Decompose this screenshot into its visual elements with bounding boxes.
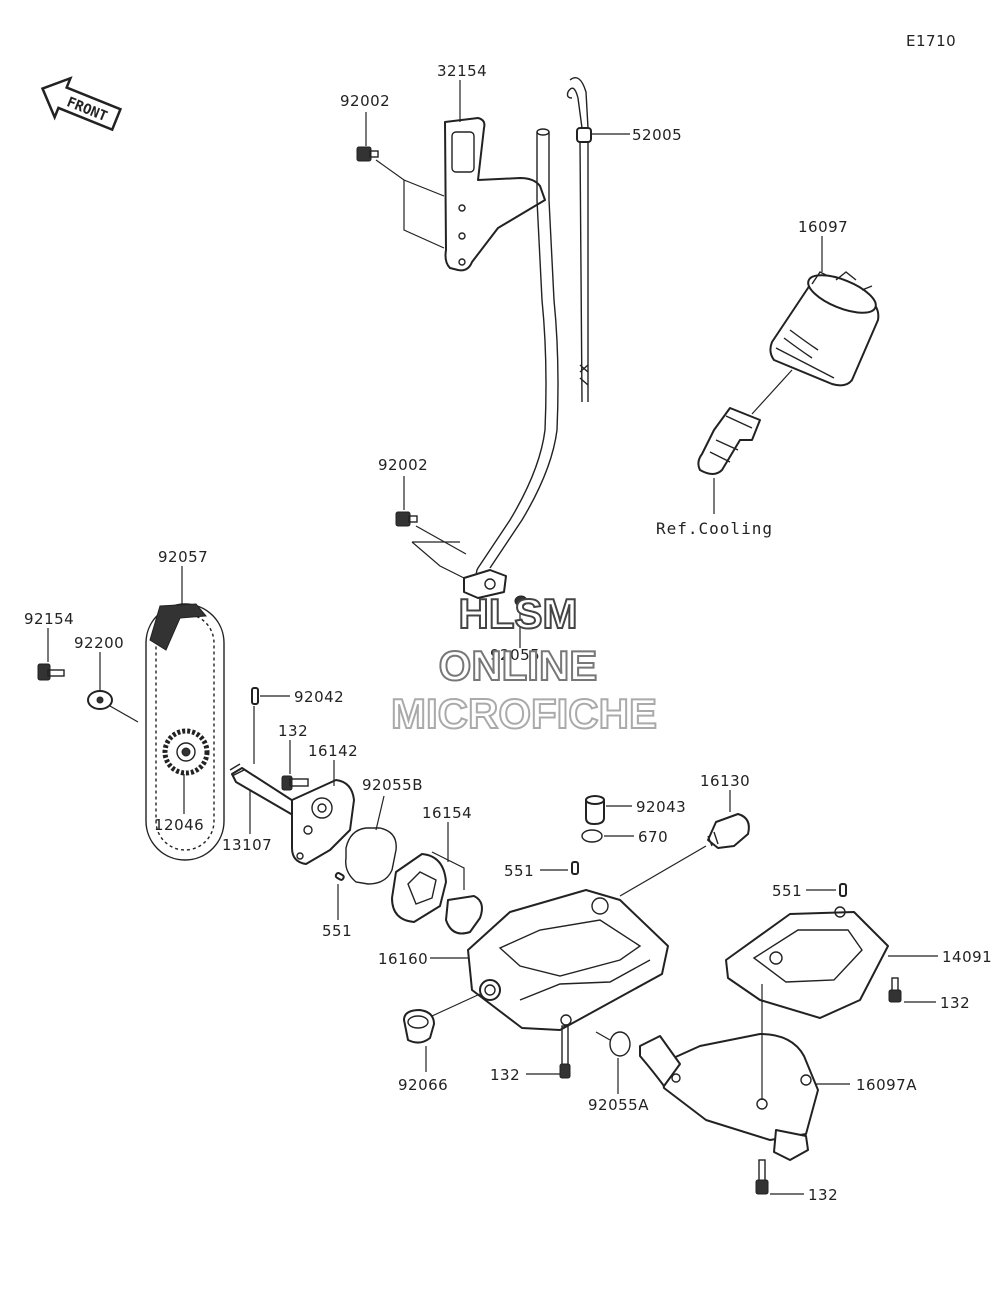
- strainer-16097A: [639, 1033, 819, 1161]
- oring-670: [581, 829, 603, 843]
- oring-92055A: [609, 1031, 631, 1057]
- label-92042: 92042: [294, 688, 344, 706]
- sleeve-92043: [585, 795, 605, 825]
- label-92200: 92200: [74, 634, 124, 652]
- watermark-line1: HLSM: [459, 590, 578, 637]
- front-arrow-icon: FRONT: [40, 76, 123, 132]
- oring-92055: [514, 595, 528, 607]
- label-92057: 92057: [158, 548, 208, 566]
- label-92002-top: 92002: [340, 92, 390, 110]
- label-16097: 16097: [798, 218, 848, 236]
- pin-551-b: [571, 861, 579, 875]
- bolt-92002-mid: [395, 511, 418, 527]
- cover-14091: [725, 906, 889, 1019]
- sensor-16130: [707, 813, 750, 849]
- sprocket-12046: [162, 728, 210, 776]
- label-92055: 92055: [490, 646, 540, 664]
- label-551-c: 551: [772, 882, 802, 900]
- label-16160: 16160: [378, 950, 428, 968]
- label-92066: 92066: [398, 1076, 448, 1094]
- label-132-c: 132: [940, 994, 970, 1012]
- label-92055A: 92055A: [588, 1096, 649, 1114]
- label-16142: 16142: [308, 742, 358, 760]
- oil-filter-16097: [769, 271, 880, 387]
- label-551-b: 551: [504, 862, 534, 880]
- label-52005: 52005: [632, 126, 682, 144]
- label-551-a: 551: [322, 922, 352, 940]
- gasket-92055B: [345, 827, 397, 885]
- label-32154: 32154: [437, 62, 487, 80]
- dipstick-52005: [566, 77, 592, 403]
- bolt-132-d: [755, 1159, 769, 1195]
- pin-551-a: [334, 872, 345, 881]
- chain-92057: [145, 603, 225, 861]
- fitting-ref-cooling: [697, 407, 761, 475]
- pin-551-c: [839, 883, 847, 897]
- label-16097A: 16097A: [856, 1076, 917, 1094]
- label-92043: 92043: [636, 798, 686, 816]
- label-92055B: 92055B: [362, 776, 423, 794]
- bolt-132-a: [281, 775, 309, 791]
- label-132-b: 132: [490, 1066, 520, 1084]
- bolt-132-b: [559, 1025, 571, 1079]
- label-13107: 13107: [222, 836, 272, 854]
- watermark-line3: MICROFICHE: [391, 690, 657, 737]
- watermark-line2: ONLINE: [439, 642, 598, 689]
- label-132-a: 132: [278, 722, 308, 740]
- label-92002-mid: 92002: [378, 456, 428, 474]
- rotor-16154: [391, 853, 483, 935]
- bolt-92154: [37, 663, 65, 681]
- label-ref-cooling: Ref.Cooling: [656, 519, 773, 538]
- label-16154: 16154: [422, 804, 472, 822]
- bracket-32154: [444, 117, 546, 272]
- dipstick-tube: [463, 128, 559, 599]
- oil-pump-16142: [291, 779, 355, 865]
- pin-92042: [251, 687, 259, 705]
- label-670: 670: [638, 828, 668, 846]
- label-14091: 14091: [942, 948, 992, 966]
- label-92154: 92154: [24, 610, 74, 628]
- diagram-id: E1710: [906, 32, 956, 50]
- label-12046: 12046: [154, 816, 204, 834]
- grommet-92066: [403, 1009, 435, 1044]
- bolt-92002-top: [356, 146, 379, 162]
- label-16130: 16130: [700, 772, 750, 790]
- washer-92200: [87, 690, 113, 710]
- housing-16160: [467, 889, 669, 1031]
- bolt-132-c: [888, 977, 902, 1003]
- label-132-d: 132: [808, 1186, 838, 1204]
